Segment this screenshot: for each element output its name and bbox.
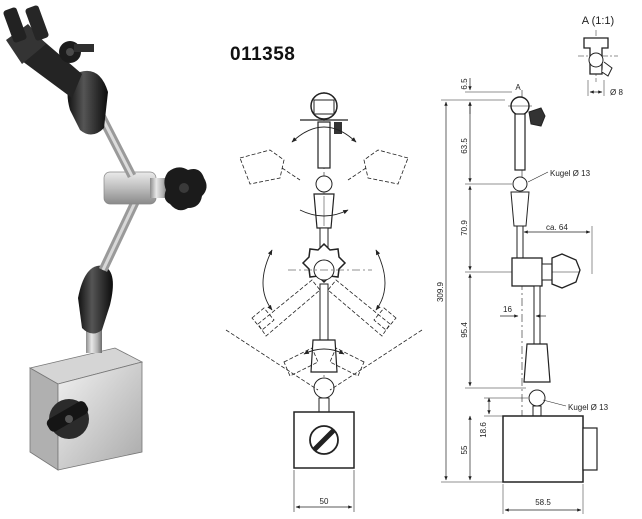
front-view	[225, 92, 423, 512]
dim-base-width: 58.5	[535, 498, 551, 507]
section-marker-a: A	[515, 83, 521, 92]
side-view	[441, 78, 598, 514]
dim-base-height: 55	[460, 445, 469, 454]
detail-a	[578, 30, 618, 96]
front-base-width-label: 50	[320, 497, 329, 506]
ball-callout-bottom: Kugel Ø 13	[568, 403, 609, 412]
dim-top: 6.5	[460, 78, 469, 90]
dim-reach: ca. 64	[546, 223, 568, 232]
dim-base-pivot: 18.6	[479, 422, 488, 438]
dim-offset: 16	[503, 305, 512, 314]
dim-lower: 95.4	[460, 322, 469, 338]
dim-upper: 63.5	[460, 138, 469, 154]
dim-mid: 70.9	[460, 220, 469, 236]
product-photo	[3, 5, 207, 471]
detail-a-diameter: Ø 8	[610, 88, 623, 97]
detail-a-label: A (1:1)	[582, 15, 614, 27]
ball-callout-top: Kugel Ø 13	[550, 169, 591, 178]
product-number: 011358	[230, 44, 296, 65]
dim-total-height: 309.9	[436, 281, 445, 302]
